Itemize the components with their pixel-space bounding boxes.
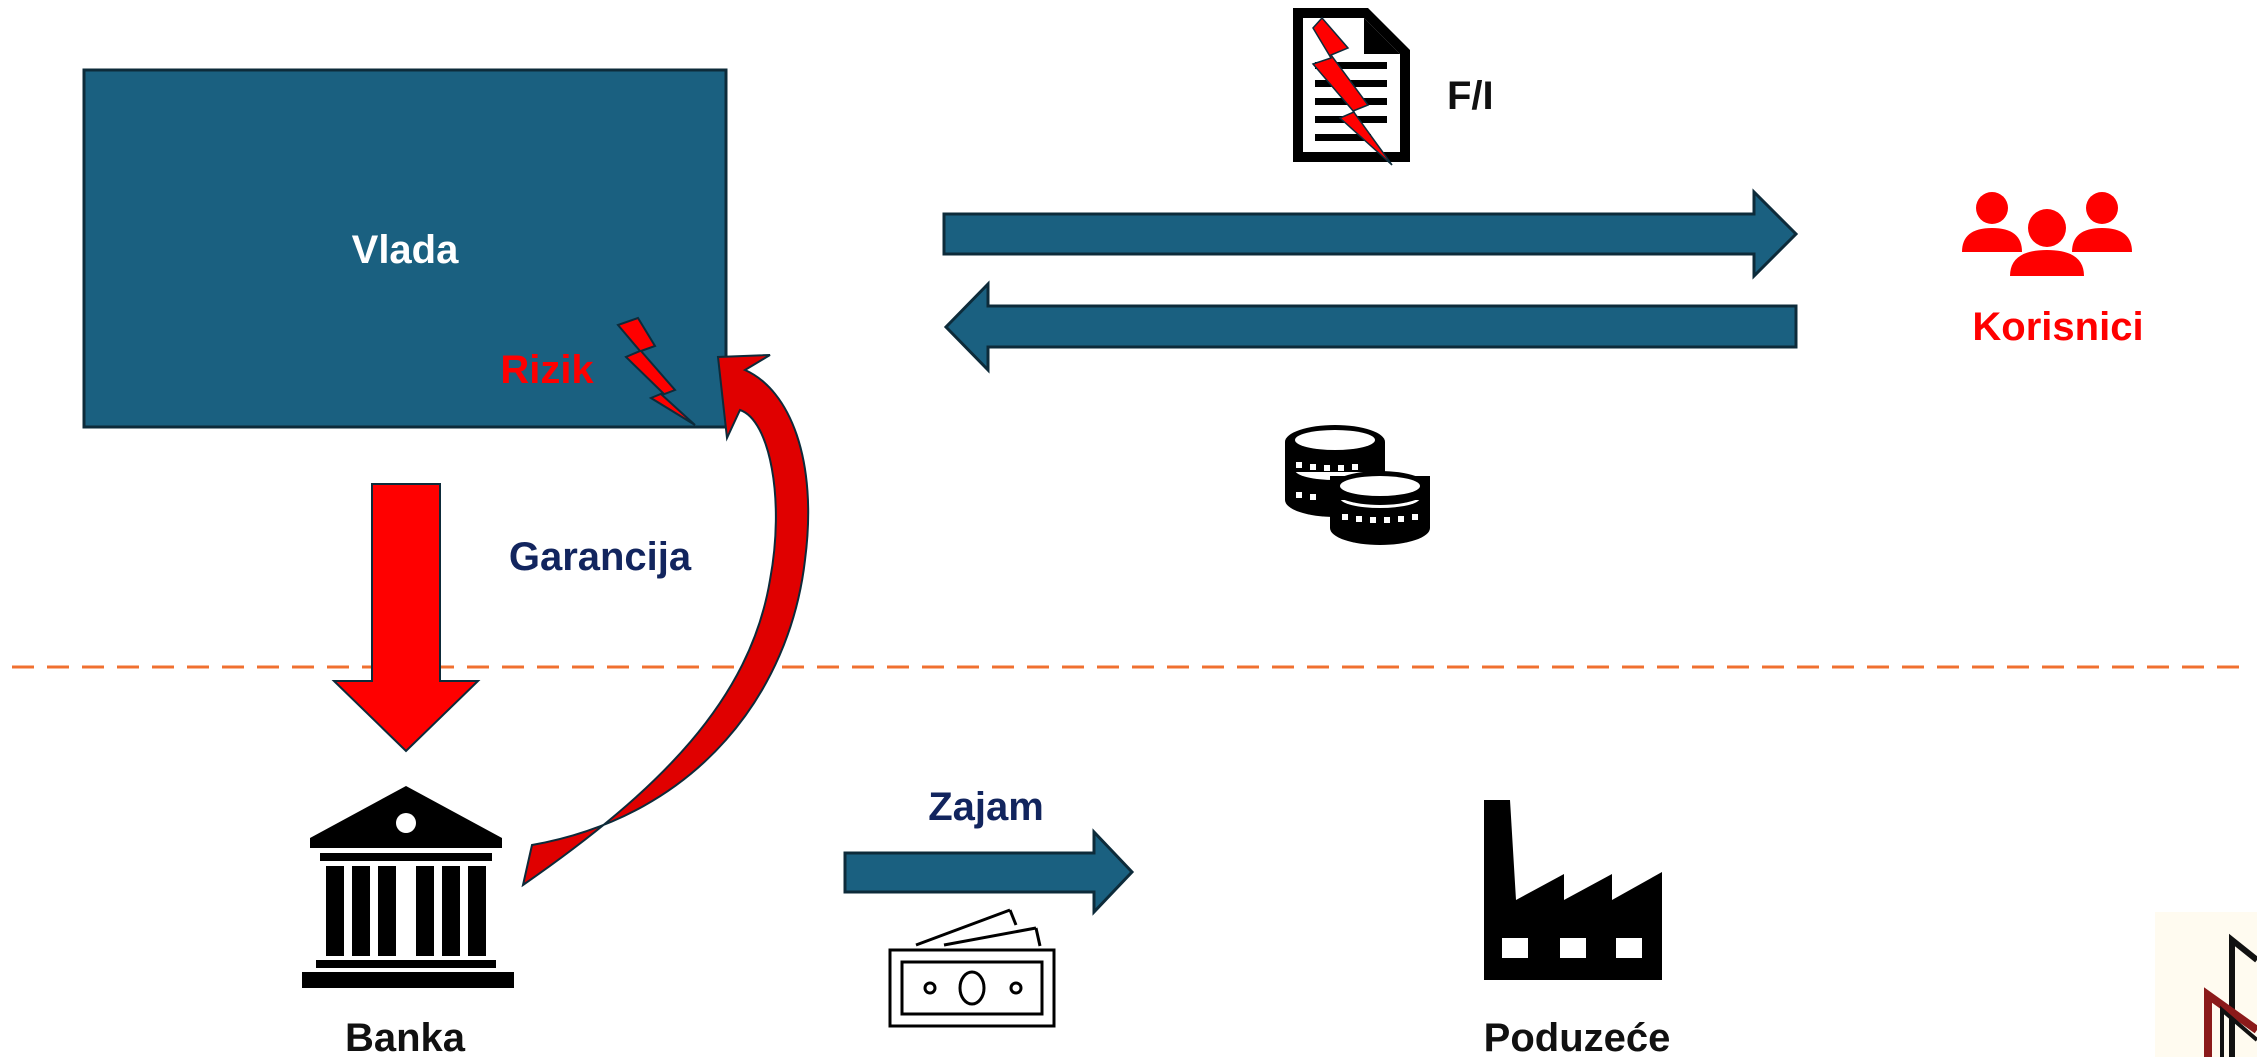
payment-arrow-left	[943, 280, 1798, 374]
bank-icon	[302, 786, 514, 988]
document-lightning-icon	[1293, 8, 1410, 166]
factory-icon	[1484, 800, 1662, 980]
coins-icon	[1285, 425, 1430, 545]
fi-label: F/I	[1447, 74, 1494, 118]
banka-label: Banka	[345, 1016, 466, 1057]
garancija-arrow	[331, 483, 481, 753]
zajam-label: Zajam	[928, 785, 1044, 829]
vlada-box	[82, 68, 728, 429]
poduzece-label: Poduzeće	[1484, 1016, 1671, 1057]
banknote-icon	[888, 908, 1056, 1028]
zajam-arrow	[843, 828, 1135, 916]
korisnici-label: Korisnici	[1972, 305, 2143, 349]
lightning-icon	[616, 316, 696, 426]
garancija-label: Garancija	[509, 535, 692, 579]
fi-arrow-right	[942, 188, 1799, 280]
rizik-label: Rizik	[500, 348, 594, 392]
logo-icon	[2155, 912, 2257, 1057]
vlada-label: Vlada	[352, 228, 459, 272]
risk-curved-arrow	[521, 354, 810, 888]
users-group-icon	[1962, 192, 2132, 276]
